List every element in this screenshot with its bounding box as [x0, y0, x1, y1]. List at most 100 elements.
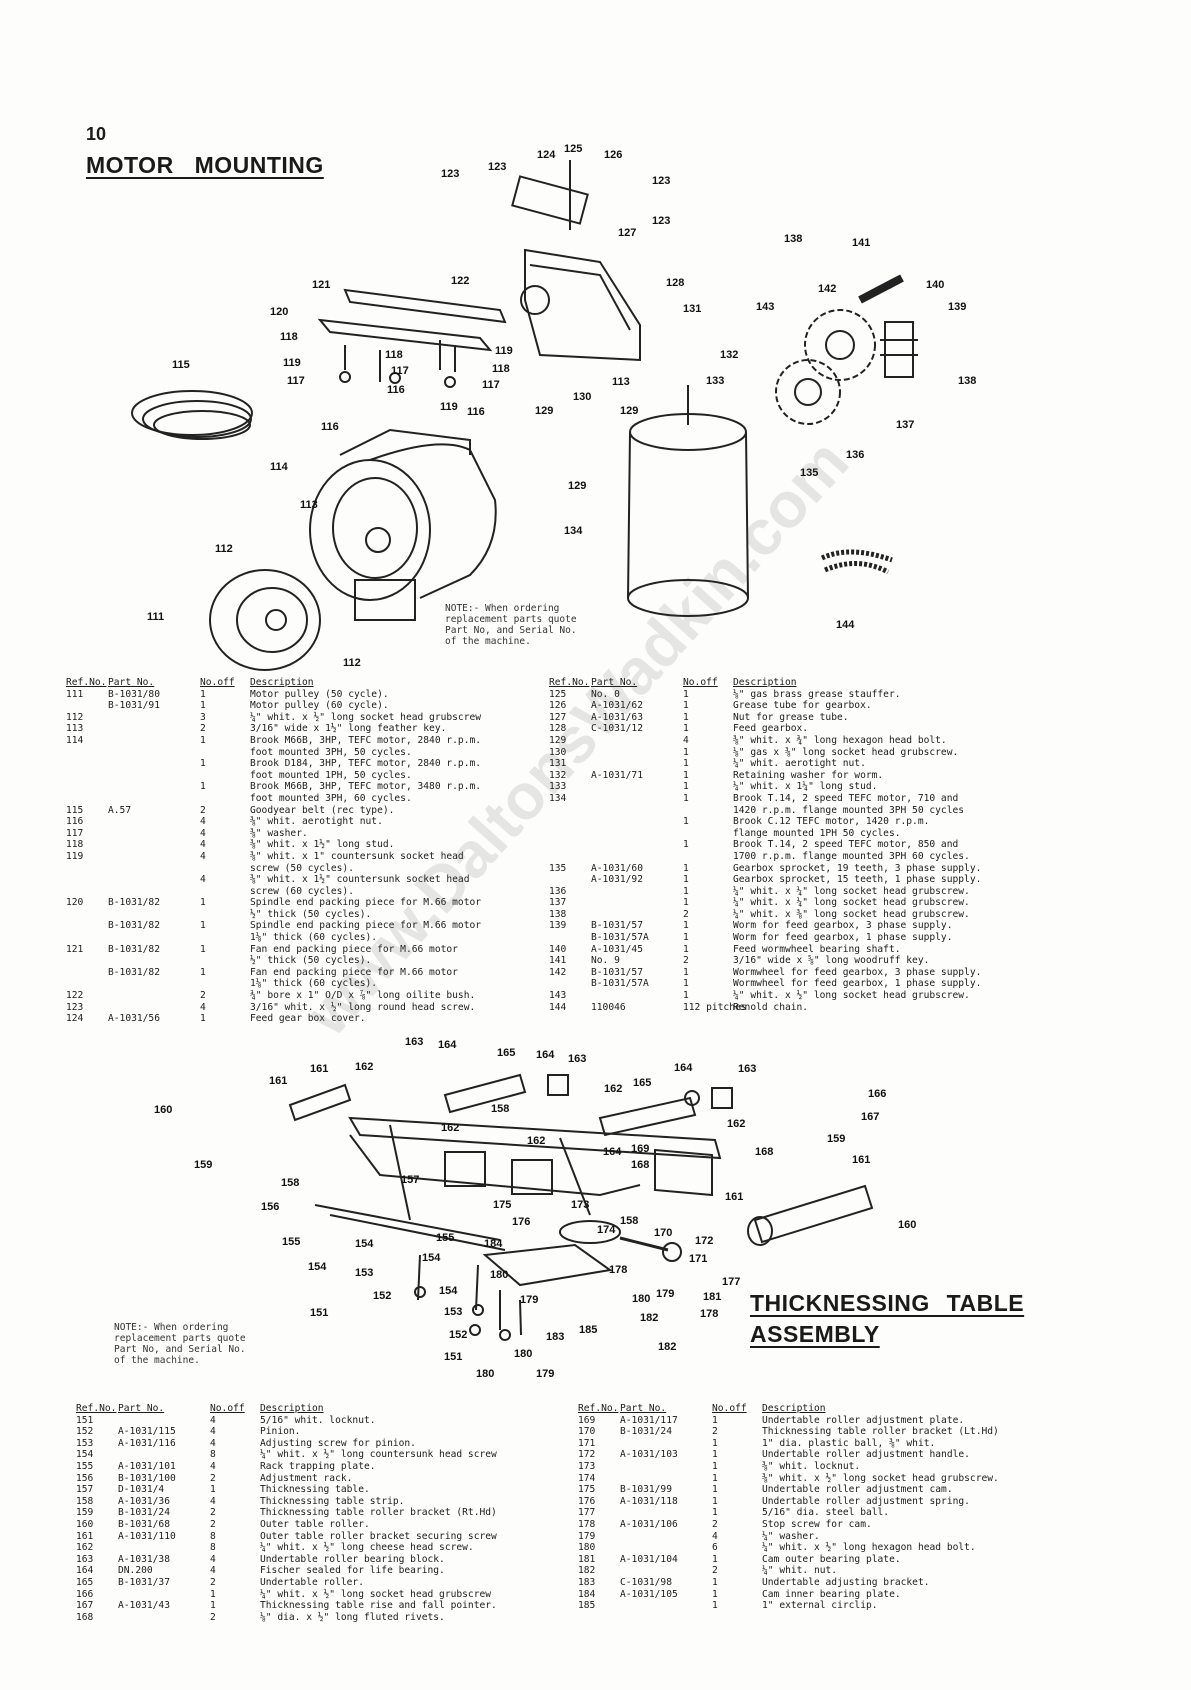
cell-desc: Undertable roller adjustment plate.	[762, 1414, 965, 1426]
cell-ref: 113	[66, 723, 84, 735]
callout-123: 123	[652, 215, 670, 227]
cell-desc: ¼" whit. x ¼" long socket head grubscrew…	[733, 897, 970, 909]
cell-part: C-1031/12	[591, 723, 643, 735]
callout-133: 133	[706, 375, 724, 387]
callout-177: 177	[722, 1276, 740, 1288]
cell-off: 1	[683, 723, 689, 735]
cell-desc: Renold chain.	[733, 1001, 809, 1013]
header-desc: Description	[733, 677, 797, 688]
cell-off: 4	[200, 816, 206, 828]
cell-desc: ⅜" whit. locknut.	[762, 1460, 861, 1472]
cell-desc: 5/16" dia. steel ball.	[762, 1507, 890, 1519]
cell-off: 1	[200, 966, 206, 978]
cell-desc: Thicknessing table rise and fall pointer…	[260, 1600, 497, 1612]
callout-161: 161	[725, 1191, 743, 1203]
cell-off: 2	[210, 1518, 216, 1530]
cell-part: B-1031/82	[108, 966, 160, 978]
cell-off: 4	[210, 1565, 216, 1577]
cell-off: 4	[210, 1426, 216, 1438]
callout-160: 160	[898, 1219, 916, 1231]
cell-part	[591, 758, 683, 770]
header-off: No.off	[210, 1403, 245, 1414]
header-ref: Ref.No.	[76, 1403, 117, 1414]
cell-desc: ¼" washer.	[762, 1530, 820, 1542]
cell-desc: Retaining washer for worm.	[733, 769, 884, 781]
cell-off: 1	[712, 1484, 718, 1496]
cell-desc: ¼" whit. x ½" long socket head grubscrew	[250, 711, 482, 723]
cell-part: A-1031/103	[620, 1449, 678, 1461]
cell-ref: 180	[578, 1542, 596, 1554]
callout-127: 127	[618, 227, 636, 239]
cell-off: 1	[683, 885, 689, 897]
callout-138: 138	[958, 375, 976, 387]
cell-part: B-1031/37	[118, 1576, 170, 1588]
cell-ref: 123	[66, 1001, 84, 1013]
callout-132: 132	[720, 349, 738, 361]
cell-part: A-1031/38	[118, 1553, 170, 1565]
cell-part: A-1031/104	[620, 1553, 678, 1565]
callout-176: 176	[512, 1216, 530, 1228]
cell-ref: 166	[76, 1588, 94, 1600]
cell-ref: 177	[578, 1507, 596, 1519]
belt-115	[131, 390, 253, 436]
cell-part: A-1031/60	[591, 862, 643, 874]
cell-part: B-1031/91	[108, 700, 160, 712]
cell-ref	[66, 770, 108, 782]
cell-ref: 129	[549, 734, 567, 746]
cell-desc: Thicknessing table roller bracket (Rt.Hd…	[260, 1507, 497, 1519]
cell-ref: 155	[76, 1460, 94, 1472]
cell-part: B-1031/68	[118, 1518, 170, 1530]
callout-163: 163	[405, 1036, 423, 1048]
roller-165	[443, 1073, 527, 1114]
cell-desc: flange mounted 1PH 50 cycles.	[733, 827, 901, 839]
cover-124	[511, 175, 589, 225]
cell-off	[200, 978, 250, 990]
callout-156: 156	[261, 1201, 279, 1213]
cell-ref: 161	[76, 1530, 94, 1542]
cell-part: B-1031/57A	[591, 978, 649, 990]
callout-143: 143	[756, 301, 774, 313]
cell-desc: ⅜" whit. x 1½" long stud.	[250, 839, 395, 851]
callout-116: 116	[321, 421, 339, 433]
callout-184: 184	[484, 1238, 503, 1250]
cell-part	[108, 828, 200, 840]
cell-off: 1	[200, 700, 206, 712]
cell-off	[200, 863, 250, 875]
chain-144	[820, 549, 893, 563]
table-row: 1700 r.p.m. flange mounted 3PH 60 cycles…	[549, 851, 1037, 863]
cell-off: 1	[683, 932, 689, 944]
cell-off: 4	[210, 1437, 216, 1449]
cell-desc: Adjusting screw for pinion.	[260, 1437, 416, 1449]
cell-desc: Brook M66B, 3HP, TEFC motor, 3480 r.p.m.	[250, 781, 482, 793]
cell-desc: Undertable roller bearing block.	[260, 1553, 445, 1565]
cell-desc: 1420 r.p.m. flange mounted 3PH 50 cycles	[733, 804, 965, 816]
cell-desc: Undertable adjusting bracket.	[762, 1576, 930, 1588]
cell-off: 4	[200, 850, 206, 862]
cell-desc: Wormwheel for feed gearbox, 3 phase supp…	[733, 966, 982, 978]
cell-off: 2	[712, 1426, 718, 1438]
cell-off: 1	[712, 1414, 718, 1426]
cell-ref	[66, 758, 108, 770]
callout-178: 178	[609, 1264, 627, 1276]
cell-off	[200, 793, 250, 805]
cell-ref: 173	[578, 1460, 596, 1472]
cell-desc: 1⅛" thick (60 cycles).	[250, 978, 378, 990]
cell-desc: Nut for grease tube.	[733, 711, 849, 723]
cell-desc: Brook T.14, 2 speed TEFC motor, 850 and	[733, 839, 959, 851]
callout-112: 112	[343, 657, 361, 669]
